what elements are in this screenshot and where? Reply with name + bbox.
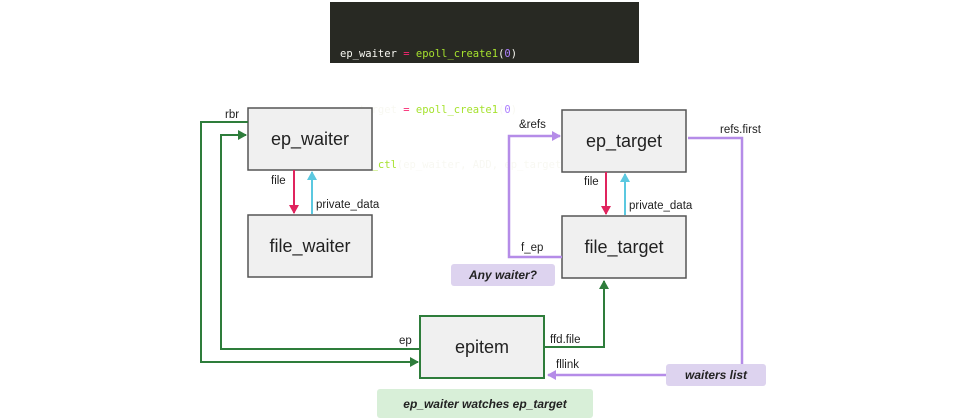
code-token: (ep_waiter, ADD, ep_target, (396, 159, 574, 171)
ffd-file-arrow (544, 280, 609, 348)
edge-label-ep: ep (399, 335, 412, 347)
tag-watches: ep_waiter watches ep_target (377, 389, 593, 418)
waiters-list-arrow (547, 136, 744, 380)
edge-label-file-left: file (271, 175, 286, 187)
box-file-target: file_target (561, 215, 687, 279)
box-label: ep_waiter (271, 129, 349, 150)
tag-label: waiters list (685, 368, 748, 382)
box-label: file_target (584, 237, 663, 258)
box-label: epitem (455, 337, 509, 357)
edge-label-file-right: file (584, 176, 599, 188)
code-token: 0 (504, 103, 511, 116)
code-token: = (396, 103, 416, 116)
code-token: ( (498, 48, 505, 60)
edge-label-refs-first: refs.first (720, 124, 762, 136)
edge-label-ffd-file: ffd.file (550, 334, 580, 346)
rbr-arrow (200, 121, 419, 367)
code-token: ( (498, 103, 505, 116)
edge-label-f-ep: f_ep (521, 242, 543, 254)
box-epitem: epitem (419, 315, 545, 379)
tag-label: Any waiter? (468, 268, 538, 282)
code-token: ) (510, 48, 518, 60)
code-token: ) (510, 103, 518, 116)
box-ep-waiter: ep_waiter (247, 107, 373, 171)
code-token: = (396, 48, 416, 60)
edge-label-refs: &refs (519, 119, 546, 131)
tag-label: ep_waiter watches ep_target (403, 397, 567, 411)
box-file-waiter: file_waiter (247, 214, 373, 278)
tag-any-waiter: Any waiter? (451, 264, 555, 286)
code-token: 0 (504, 48, 511, 60)
f-ep-arrow (507, 131, 562, 259)
code-token: ep_waiter (340, 48, 397, 60)
box-label: file_waiter (269, 236, 350, 257)
edge-label-fllink: fllink (556, 359, 579, 371)
edge-label-rbr: rbr (225, 109, 239, 121)
code-token: epoll_create1 (415, 48, 499, 60)
box-label: ep_target (586, 131, 662, 152)
edge-label-private-data-left: private_data (316, 199, 380, 211)
code-line: ep_waiter = epoll_create1(0) (340, 45, 639, 64)
code-token: epoll_create1 (415, 103, 499, 116)
ep-arrow (220, 130, 420, 350)
box-ep-target: ep_target (561, 109, 687, 173)
edge-label-private-data-right: private_data (629, 200, 693, 212)
tag-waiters-list: waiters list (666, 364, 766, 386)
